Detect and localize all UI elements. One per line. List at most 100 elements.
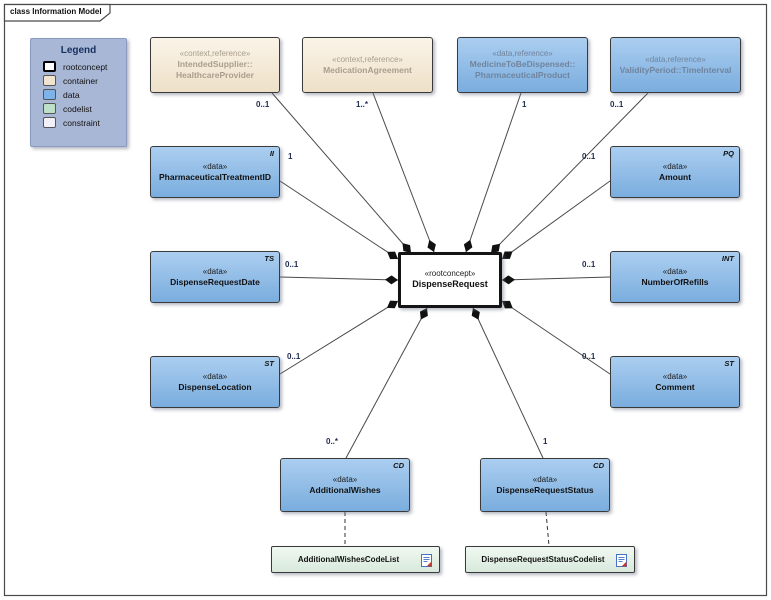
multiplicity-label: 1 (288, 152, 293, 161)
node-name: DispenseRequestStatusCodelist (481, 554, 605, 564)
node-pharmaceutical-treatment-id[interactable]: II «data» PharmaceuticalTreatmentID (150, 146, 280, 198)
multiplicity-label: 0..1 (582, 260, 596, 269)
node-name: MedicineToBeDispensed:: (469, 59, 576, 70)
document-icon (421, 554, 432, 567)
multiplicity-label: 0..1 (256, 100, 270, 109)
multiplicity-label: 0..1 (285, 260, 299, 269)
node-amount[interactable]: PQ «data» Amount (610, 146, 740, 198)
document-icon (616, 554, 627, 567)
datatype-label: CD (393, 461, 404, 470)
legend-title: Legend (60, 45, 97, 56)
node-name: HealthcareProvider (176, 70, 254, 80)
node-name: PharmaceuticalProduct (475, 70, 570, 80)
stereotype-label: «data,reference» (492, 49, 553, 59)
node-medication-agreement[interactable]: «context,reference» MedicationAgreement (302, 37, 433, 93)
node-name: AdditionalWishesCodeList (297, 554, 400, 564)
node-dispense-request[interactable]: «rootconcept» DispenseRequest (398, 252, 502, 308)
multiplicity-label: 0..1 (287, 352, 301, 361)
node-name: Comment (655, 381, 695, 392)
node-intended-supplier[interactable]: «context,reference» IntendedSupplier:: H… (150, 37, 280, 93)
node-name: DispenseRequestDate (170, 276, 260, 287)
node-name: PharmaceuticalTreatmentID (159, 171, 271, 182)
stereotype-label: «rootconcept» (424, 269, 476, 279)
node-name: ValidityPeriod::TimeInterval (619, 64, 732, 75)
datatype-label: ST (264, 359, 274, 368)
constraint-swatch-icon (43, 117, 56, 128)
connector-amount (501, 180, 611, 260)
connector-dispense-location (279, 300, 399, 375)
stereotype-label: «data» (202, 371, 228, 381)
stereotype-label: «data» (202, 266, 228, 276)
connector-dispense-request-status (471, 307, 544, 459)
node-name: DispenseLocation (178, 381, 252, 392)
legend-label: container (63, 75, 98, 86)
node-name: NumberOfRefills (641, 276, 709, 287)
connector-dispense-request-status-codelist (545, 511, 550, 547)
connector-comment (501, 300, 611, 375)
connector-validity-period (490, 92, 649, 254)
connector-medication-agreement (372, 92, 436, 253)
codelist-swatch-icon (43, 103, 56, 114)
connector-additional-wishes (345, 307, 428, 459)
node-name: IntendedSupplier:: (177, 59, 253, 70)
node-dispense-location[interactable]: ST «data» DispenseLocation (150, 356, 280, 408)
diagram-frame-border (3, 3, 768, 597)
legend-item-container: container (43, 75, 126, 86)
data-swatch-icon (43, 89, 56, 100)
multiplicity-label: 0..1 (582, 352, 596, 361)
multiplicity-label: 0..1 (582, 152, 596, 161)
stereotype-label: «data,reference» (645, 54, 706, 64)
legend-item-constraint: constraint (43, 117, 126, 128)
legend-label: codelist (63, 103, 92, 114)
datatype-label: INT (721, 254, 734, 263)
stereotype-label: «data» (662, 371, 688, 381)
stereotype-label: «data» (202, 161, 228, 171)
node-additional-wishes-codelist[interactable]: AdditionalWishesCodeList (271, 546, 440, 573)
multiplicity-label: 1..* (356, 100, 369, 109)
legend-panel: Legend rootconcept container data codeli… (30, 38, 127, 147)
connector-dispense-request-date (279, 275, 399, 285)
node-name: Amount (658, 171, 692, 182)
node-dispense-request-status-codelist[interactable]: DispenseRequestStatusCodelist (465, 546, 635, 573)
node-name: DispenseRequestStatus (496, 484, 594, 495)
diagram-frame-tab (3, 3, 111, 22)
legend-item-codelist: codelist (43, 103, 126, 114)
node-medicine-to-be-dispensed[interactable]: «data,reference» MedicineToBeDispensed::… (457, 37, 588, 93)
datatype-label: CD (593, 461, 604, 470)
node-name: MedicationAgreement (323, 64, 412, 75)
multiplicity-label: 0..* (326, 437, 339, 446)
connector-intended-supplier (271, 92, 412, 254)
stereotype-label: «data» (332, 474, 358, 484)
node-comment[interactable]: ST «data» Comment (610, 356, 740, 408)
connector-medicine-to-be-dispensed (463, 92, 522, 253)
multiplicity-label: 1 (543, 437, 548, 446)
node-validity-period[interactable]: «data,reference» ValidityPeriod::TimeInt… (610, 37, 741, 93)
stereotype-label: «data» (662, 266, 688, 276)
node-number-of-refills[interactable]: INT «data» NumberOfRefills (610, 251, 740, 303)
stereotype-label: «data» (662, 161, 688, 171)
rootconcept-swatch-icon (43, 61, 56, 72)
legend-item-rootconcept: rootconcept (43, 61, 126, 72)
connector-number-of-refills (501, 275, 611, 285)
node-name: AdditionalWishes (309, 484, 381, 495)
node-dispense-request-date[interactable]: TS «data» DispenseRequestDate (150, 251, 280, 303)
node-dispense-request-status[interactable]: CD «data» DispenseRequestStatus (480, 458, 610, 512)
diagram-title: class Information Model (10, 7, 102, 16)
legend-label: constraint (63, 117, 100, 128)
stereotype-label: «context,reference» (179, 49, 251, 59)
container-swatch-icon (43, 75, 56, 86)
stereotype-label: «context,reference» (332, 54, 403, 64)
node-additional-wishes[interactable]: CD «data» AdditionalWishes (280, 458, 410, 512)
connector-pharmaceutical-treatment-id (279, 180, 399, 260)
stereotype-label: «data» (532, 474, 558, 484)
datatype-label: II (269, 149, 274, 158)
datatype-label: TS (264, 254, 274, 263)
datatype-label: PQ (723, 149, 734, 158)
legend-label: data (63, 89, 80, 100)
legend-item-data: data (43, 89, 126, 100)
node-name: DispenseRequest (412, 279, 488, 290)
multiplicity-label: 0..1 (610, 100, 624, 109)
datatype-label: ST (724, 359, 734, 368)
